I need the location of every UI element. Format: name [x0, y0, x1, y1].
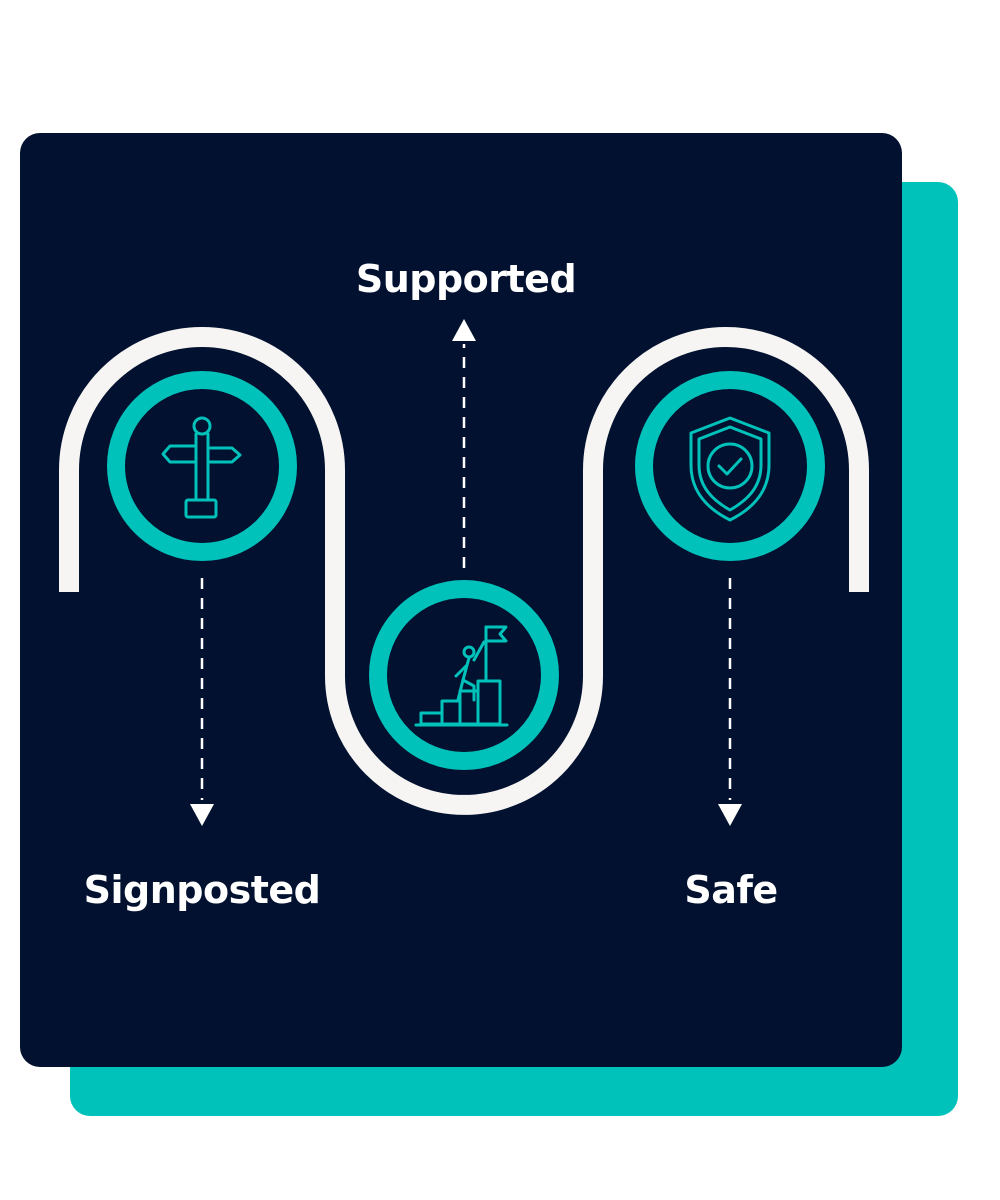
step-safe — [635, 371, 825, 561]
signposted-arrow-down — [190, 804, 214, 826]
supported-label: Supported — [356, 257, 576, 301]
safe-arrow-down — [718, 804, 742, 826]
signpost-icon — [161, 416, 242, 519]
supported-arrow-up — [452, 319, 476, 341]
winding-path — [59, 327, 869, 815]
signposted-label: Signposted — [84, 868, 321, 912]
safe-label: Safe — [684, 868, 777, 912]
step-signposted — [107, 371, 297, 561]
step-supported — [369, 580, 559, 770]
safe-ring — [635, 371, 825, 561]
signposted-ring — [107, 371, 297, 561]
shield-check-icon — [689, 416, 771, 522]
climber-flag-icon — [414, 625, 509, 727]
